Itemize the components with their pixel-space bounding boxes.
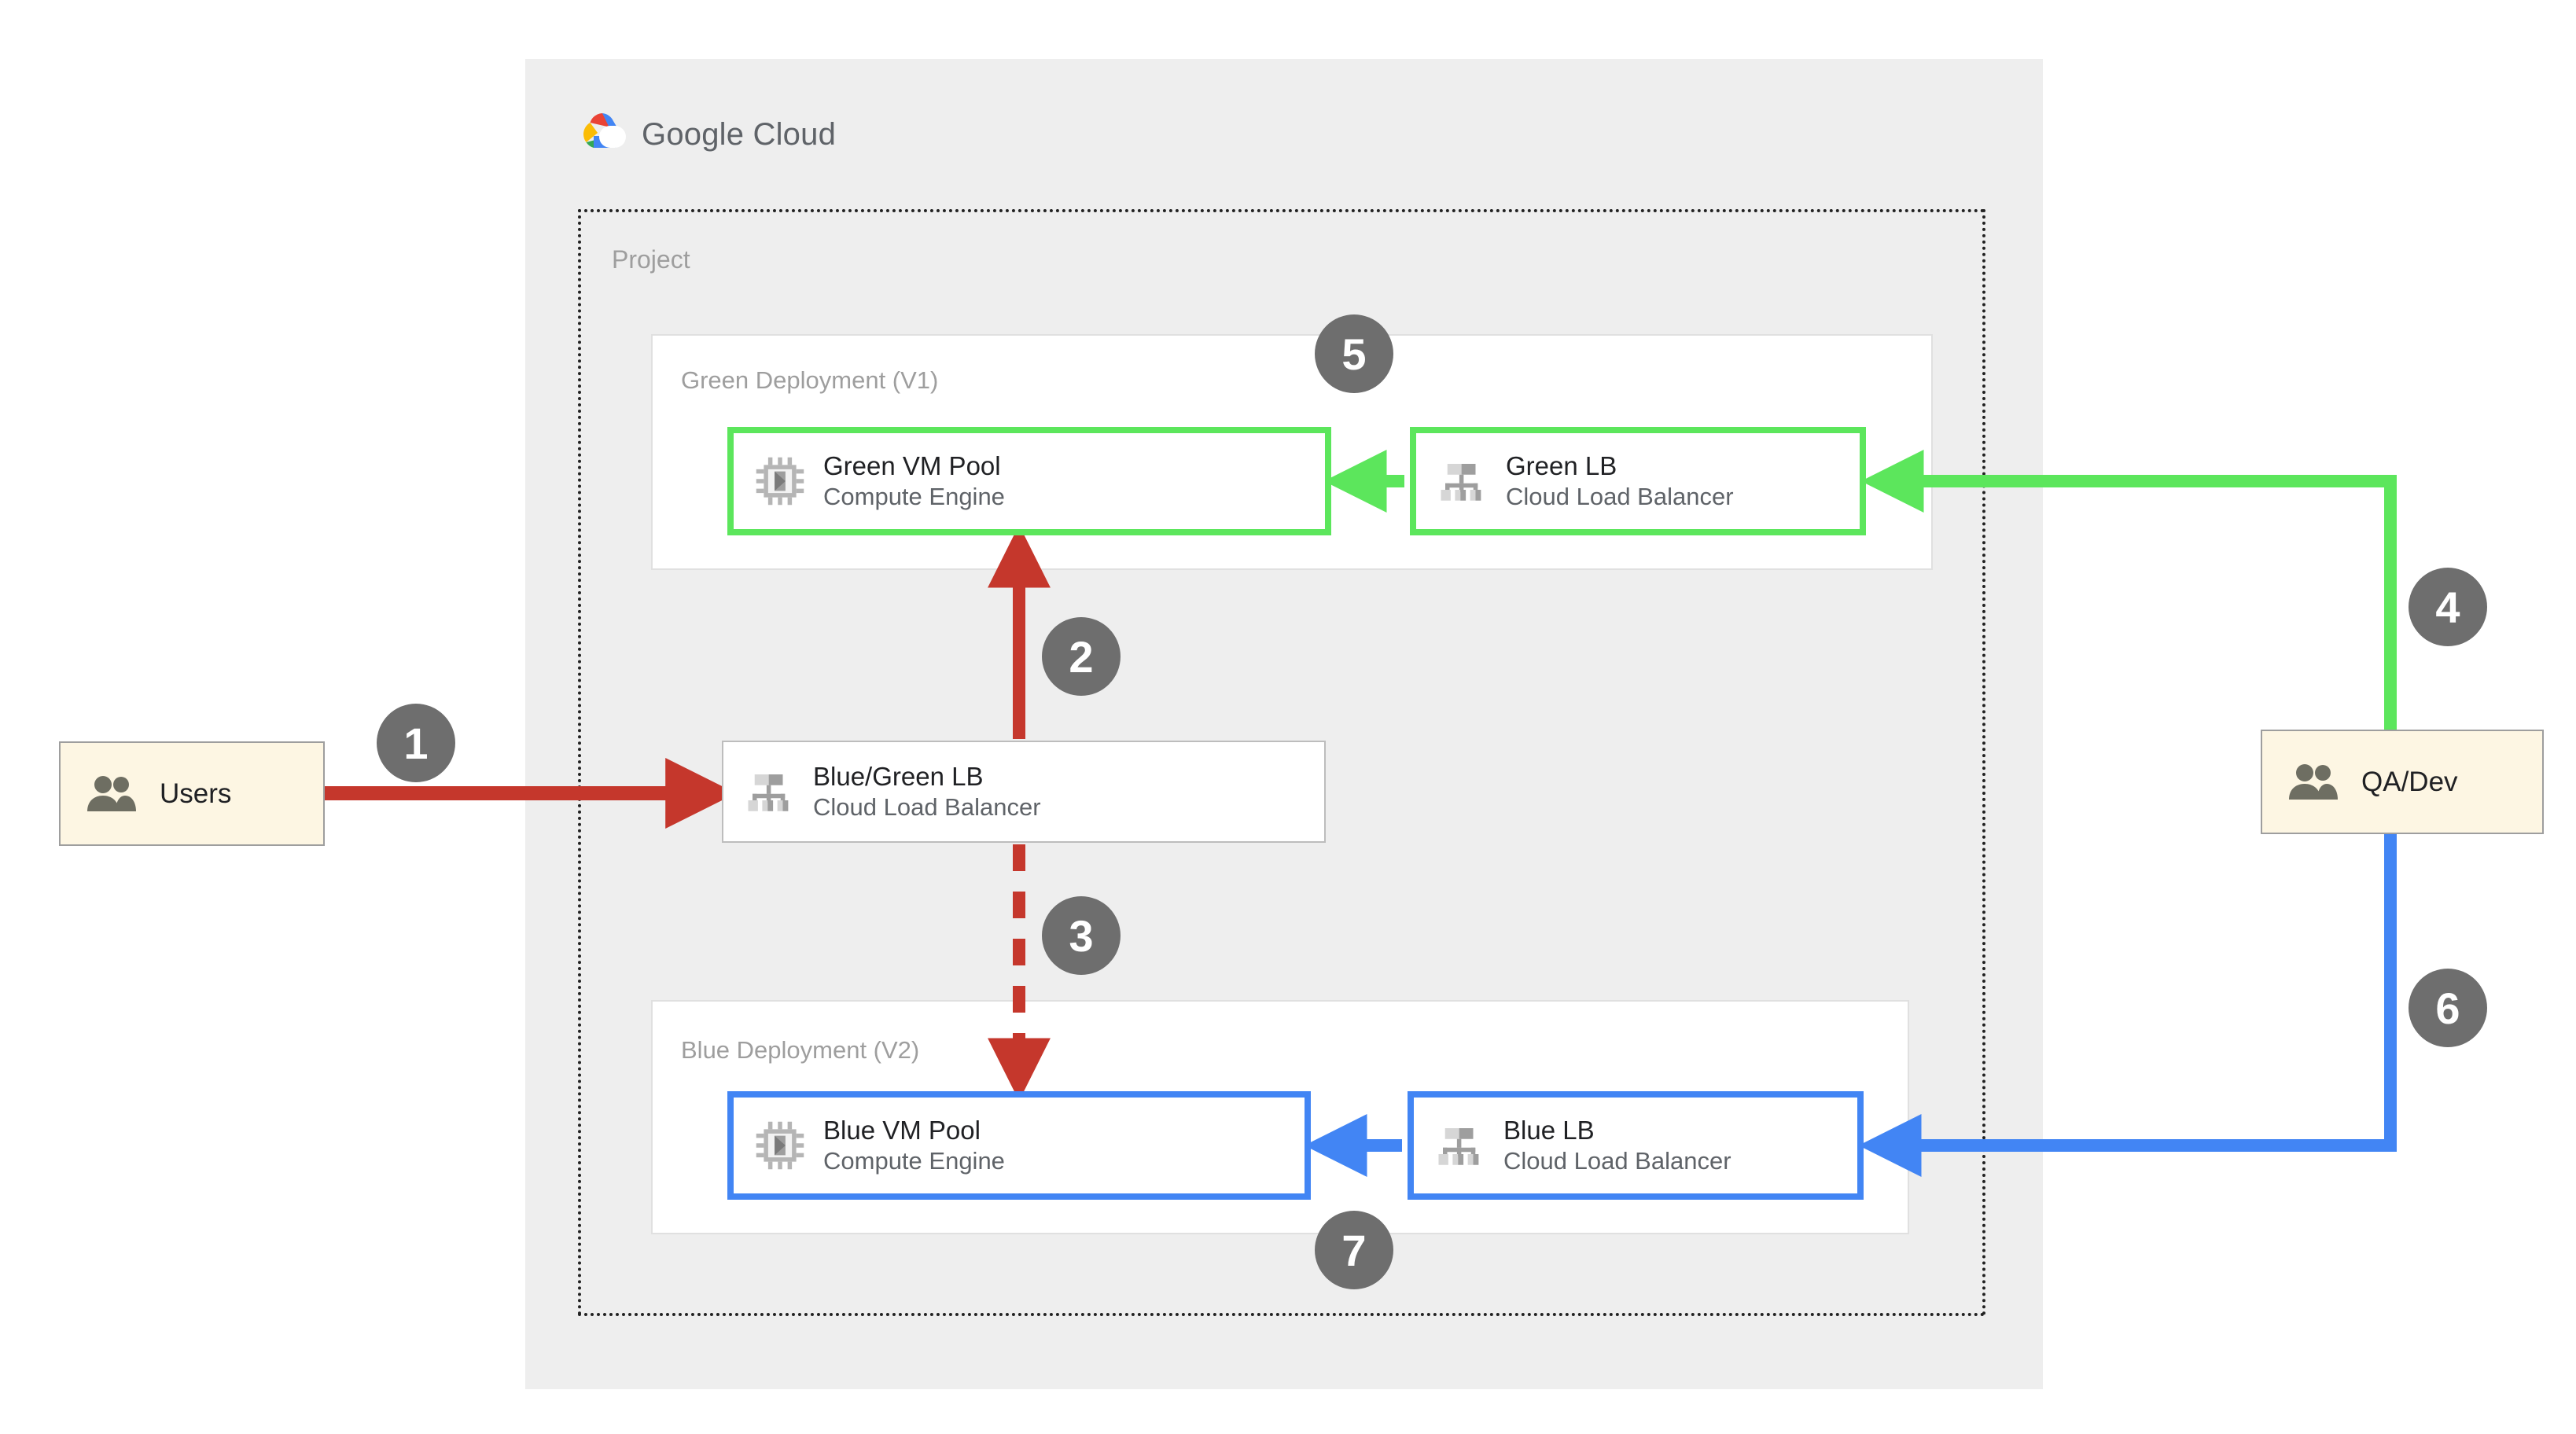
step-badge-3: 3 <box>1042 896 1121 975</box>
node-subtitle: Compute Engine <box>823 483 1005 511</box>
node-title: Green LB <box>1506 451 1617 480</box>
load-balancer-icon <box>1441 464 1481 501</box>
blue-deployment-label: Blue Deployment (V2) <box>681 1036 920 1064</box>
step-badge-7: 7 <box>1315 1211 1393 1289</box>
google-cloud-logo-icon <box>583 113 626 148</box>
cpu-chip-icon <box>756 457 804 506</box>
logo-word-cloud: Cloud <box>744 116 837 152</box>
actor-label: Users <box>160 778 232 809</box>
load-balancer-icon <box>748 774 789 811</box>
green-deployment-label: Green Deployment (V1) <box>681 366 939 394</box>
node-subtitle: Cloud Load Balancer <box>1503 1147 1731 1175</box>
load-balancer-icon <box>1438 1128 1479 1165</box>
step-badge-6: 6 <box>2409 969 2487 1047</box>
node-title: Blue VM Pool <box>823 1116 981 1145</box>
project-boundary <box>578 209 1985 1316</box>
node-green-vm-pool[interactable]: Green VM Pool Compute Engine <box>727 427 1331 535</box>
google-cloud-logo-text: Google Cloud <box>642 117 836 153</box>
node-blue-vm-pool[interactable]: Blue VM Pool Compute Engine <box>727 1091 1311 1200</box>
node-subtitle: Cloud Load Balancer <box>813 793 1041 822</box>
actor-label: QA/Dev <box>2361 766 2458 797</box>
people-icon <box>2289 763 2338 800</box>
step-badge-1: 1 <box>377 704 455 782</box>
project-label: Project <box>612 245 690 274</box>
cpu-chip-icon <box>756 1121 804 1170</box>
step-badge-4: 4 <box>2409 568 2487 646</box>
step-badge-2: 2 <box>1042 617 1121 696</box>
logo-word-google: Google <box>642 116 745 152</box>
node-green-lb[interactable]: Green LB Cloud Load Balancer <box>1410 427 1866 535</box>
actor-users[interactable]: Users <box>59 741 325 846</box>
google-cloud-logo: Google Cloud <box>579 104 917 165</box>
node-bluegreen-lb[interactable]: Blue/Green LB Cloud Load Balancer <box>722 741 1326 843</box>
node-title: Green VM Pool <box>823 451 1001 480</box>
step-badge-5: 5 <box>1315 314 1393 393</box>
node-title: Blue LB <box>1503 1116 1595 1145</box>
node-blue-lb[interactable]: Blue LB Cloud Load Balancer <box>1408 1091 1864 1200</box>
people-icon <box>87 775 136 811</box>
node-subtitle: Cloud Load Balancer <box>1506 483 1734 511</box>
node-title: Blue/Green LB <box>813 762 984 791</box>
node-subtitle: Compute Engine <box>823 1147 1005 1175</box>
actor-qa-dev[interactable]: QA/Dev <box>2261 730 2544 834</box>
